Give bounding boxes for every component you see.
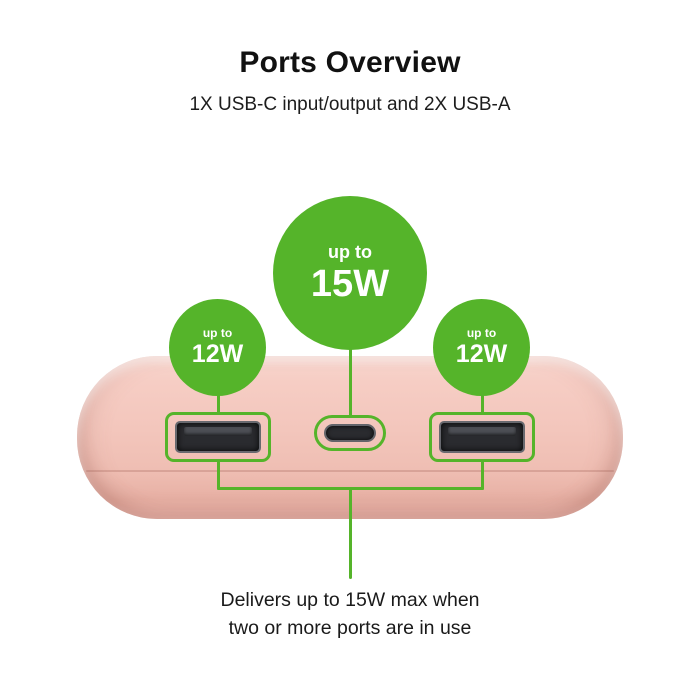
callout-value: 15W xyxy=(310,262,390,305)
callout-usbc-15w: up to 15W xyxy=(273,196,427,350)
usb-a-port-left xyxy=(165,412,271,462)
bracket-line-stem xyxy=(348,487,352,579)
power-bank-seam-line xyxy=(86,470,614,472)
usb-a-port-right xyxy=(429,412,535,462)
usb-c-port xyxy=(314,415,386,451)
callout-prefix: up to xyxy=(328,241,372,262)
callout-usba-right-12w: up to 12W xyxy=(433,299,530,396)
page-title: Ports Overview xyxy=(239,46,461,79)
usb-c-connector-icon xyxy=(324,424,376,442)
footnote: Delivers up to 15W max when two or more … xyxy=(0,586,700,642)
connector-line-usba-left xyxy=(216,394,220,414)
callout-prefix: up to xyxy=(202,326,233,341)
footnote-line-1: Delivers up to 15W max when xyxy=(220,589,480,611)
callout-prefix: up to xyxy=(466,326,497,341)
connector-line-usba-right xyxy=(480,394,484,414)
bracket-line-left xyxy=(216,461,220,490)
connector-line-usbc xyxy=(348,348,352,418)
callout-usba-left-12w: up to 12W xyxy=(169,299,266,396)
bracket-line-right xyxy=(480,461,484,490)
callout-value: 12W xyxy=(455,340,508,369)
footnote-line-2: two or more ports are in use xyxy=(228,617,472,639)
usb-a-connector-icon xyxy=(439,421,525,453)
usb-a-connector-icon xyxy=(175,421,261,453)
page-subtitle: 1X USB-C input/output and 2X USB-A xyxy=(189,94,511,115)
callout-value: 12W xyxy=(191,340,244,369)
